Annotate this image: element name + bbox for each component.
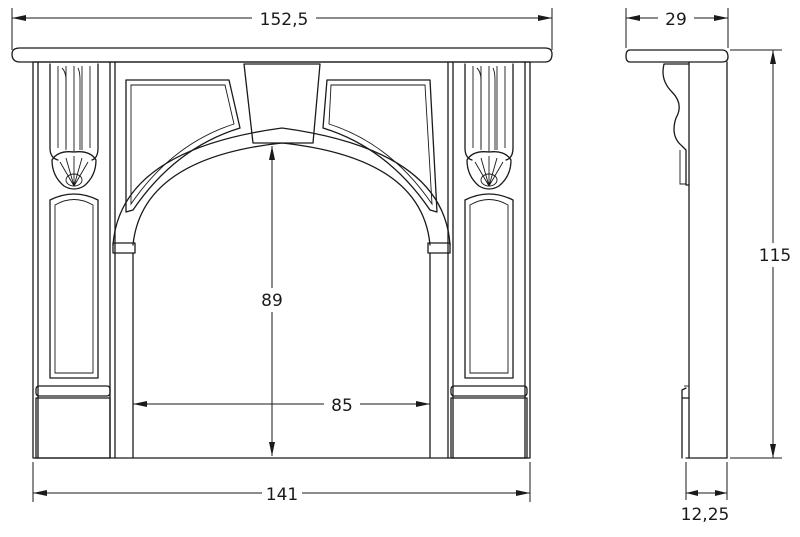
dimension-opening-width: 85 (133, 393, 430, 416)
arch-outer (112, 127, 451, 246)
dimension-side-height: 115 (730, 49, 794, 459)
left-shell-ornament (51, 151, 97, 190)
base-width-label: 141 (266, 485, 298, 505)
keystone (243, 63, 321, 144)
dimension-side-base: 12,25 (681, 462, 730, 525)
opening-height-label: 89 (261, 291, 283, 311)
side-bracket (662, 63, 690, 186)
right-shell-ornament (466, 151, 512, 190)
mantel-shelf (11, 47, 553, 63)
left-impost (112, 242, 136, 254)
arch-inner (132, 142, 431, 246)
right-spandrel-panel (322, 79, 438, 213)
frieze (32, 61, 531, 459)
right-impost (427, 242, 451, 254)
side-height-label: 115 (759, 246, 791, 266)
right-pilaster (450, 61, 528, 459)
side-elevation (625, 49, 729, 459)
left-pilaster (35, 61, 111, 459)
dimension-overall-width: 152,5 (11, 7, 553, 50)
dimension-side-depth: 29 (625, 7, 729, 48)
front-elevation (11, 47, 553, 459)
opening-width-label: 85 (331, 396, 353, 416)
dimension-opening-height: 89 (258, 146, 288, 456)
left-spandrel-inner (130, 84, 235, 206)
left-spandrel-panel (125, 79, 241, 213)
right-spandrel-inner (328, 84, 433, 206)
side-shelf (625, 49, 729, 63)
side-base-label: 12,25 (681, 505, 730, 525)
side-depth-label: 29 (665, 10, 687, 30)
overall-width-label: 152,5 (260, 10, 309, 30)
dimension-base-width: 141 (32, 462, 531, 505)
